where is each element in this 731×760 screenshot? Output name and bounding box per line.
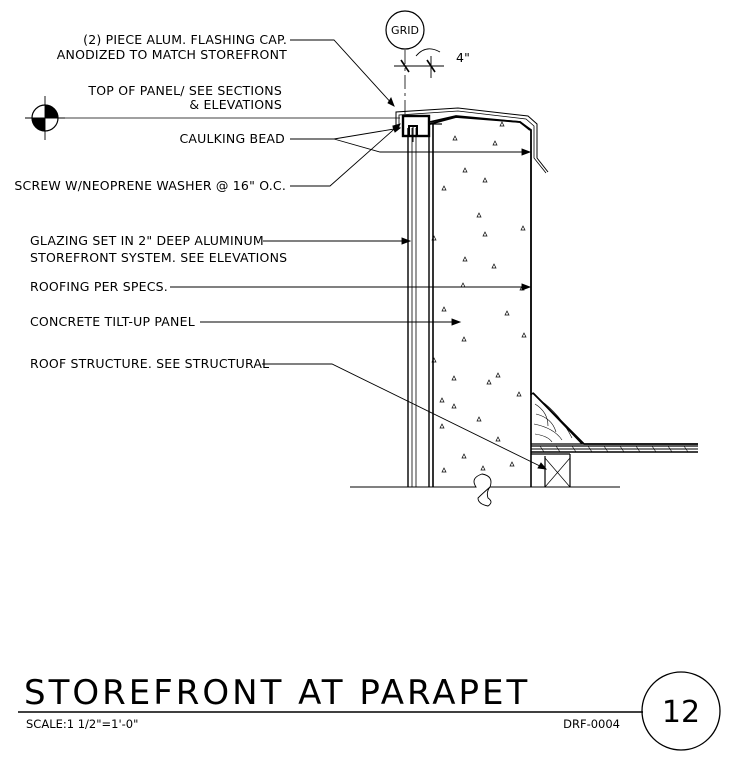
roof-cant-strip [530, 392, 698, 445]
break-line [350, 473, 620, 507]
flashing-label-line2: ANODIZED TO MATCH STOREFRONT [57, 47, 287, 62]
offset-dimension: 4" [394, 48, 470, 78]
top-of-panel-label-line1: TOP OF PANEL/ SEE SECTIONS [87, 83, 282, 98]
concrete-panel [429, 116, 532, 487]
drawing-number: DRF-0004 [563, 717, 620, 731]
title-block: STOREFRONT AT PARAPET SCALE:1 1/2"=1'-0"… [18, 671, 721, 751]
roof-structure [531, 453, 571, 488]
glazing-label-line2: STOREFRONT SYSTEM. SEE ELEVATIONS [30, 250, 287, 265]
storefront-mullion [401, 114, 442, 487]
labels: (2) PIECE ALUM. FLASHING CAP. ANODIZED T… [14, 32, 287, 371]
caulking-label: CAULKING BEAD [179, 131, 285, 146]
glazing-label-line1: GLAZING SET IN 2" DEEP ALUMINUM [30, 233, 264, 248]
grid-marker: GRID [385, 10, 425, 118]
offset-dimension-text: 4" [456, 50, 470, 65]
grid-label: GRID [391, 24, 419, 37]
top-of-panel-label-line2: & ELEVATIONS [189, 97, 282, 112]
roofing-label: ROOFING PER SPECS. [30, 279, 168, 294]
drawing-title: STOREFRONT AT PARAPET [24, 673, 530, 713]
concrete-label: CONCRETE TILT-UP PANEL [30, 314, 195, 329]
scale-text: SCALE:1 1/2"=1'-0" [26, 717, 138, 731]
leaders [170, 39, 548, 470]
grid-bubble [385, 10, 425, 50]
elevation-marker [25, 96, 400, 140]
screw-label: SCREW W/NEOPRENE WASHER @ 16" O.C. [14, 178, 286, 193]
detail-number-bubble [641, 671, 721, 751]
roof-membrane [531, 445, 698, 453]
flashing-label-line1: (2) PIECE ALUM. FLASHING CAP. [83, 32, 287, 47]
roof-structure-label: ROOF STRUCTURE. SEE STRUCTURAL [30, 356, 269, 371]
detail-number: 12 [662, 695, 700, 730]
